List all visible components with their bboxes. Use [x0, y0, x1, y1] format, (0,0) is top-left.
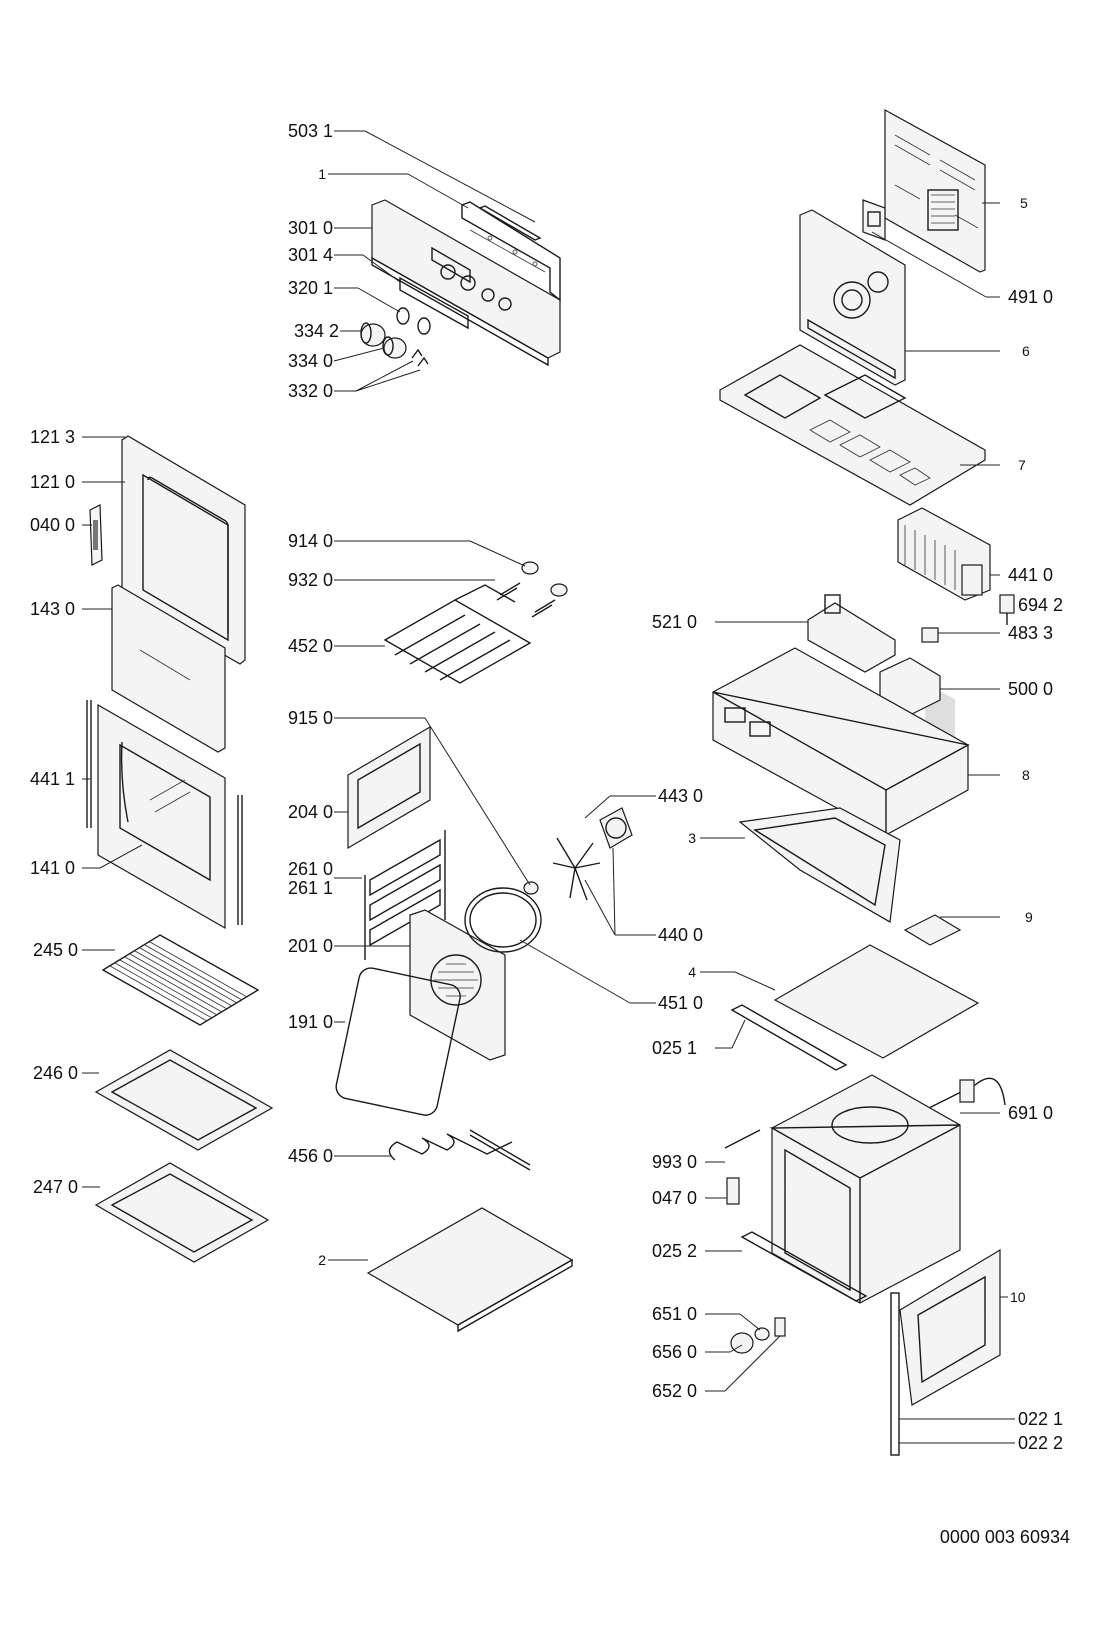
- label-245-0: 245 0: [33, 940, 78, 960]
- label-441-0: 441 0: [1008, 565, 1053, 585]
- label-2: 2: [318, 1252, 326, 1268]
- label-452-0: 452 0: [288, 636, 333, 656]
- part-labels: 503 1 1 301 0 301 4 320 1 334 2 334 0 33…: [30, 121, 1070, 1547]
- label-5: 5: [1020, 195, 1028, 211]
- label-1: 1: [318, 166, 326, 182]
- label-261-0: 261 0: [288, 859, 333, 879]
- label-204-0: 204 0: [288, 802, 333, 822]
- label-456-0: 456 0: [288, 1146, 333, 1166]
- label-915-0: 915 0: [288, 708, 333, 728]
- label-022-2: 022 2: [1018, 1433, 1063, 1453]
- label-3: 3: [688, 830, 696, 846]
- center-components: [335, 561, 633, 1333]
- label-440-0: 440 0: [658, 925, 703, 945]
- label-191-0: 191 0: [288, 1012, 333, 1032]
- rack-assembly: [94, 934, 274, 1263]
- document-code: 0000 003 60934: [940, 1527, 1070, 1547]
- label-10: 10: [1010, 1289, 1026, 1305]
- label-691-0: 691 0: [1008, 1103, 1053, 1123]
- label-201-0: 201 0: [288, 936, 333, 956]
- label-8: 8: [1022, 767, 1030, 783]
- label-247-0: 247 0: [33, 1177, 78, 1197]
- label-334-0: 334 0: [288, 351, 333, 371]
- label-4: 4: [688, 964, 696, 980]
- label-914-0: 914 0: [288, 531, 333, 551]
- label-441-1: 441 1: [30, 769, 75, 789]
- label-121-3: 121 3: [30, 427, 75, 447]
- door-assembly: [86, 435, 246, 930]
- label-491-0: 491 0: [1008, 287, 1053, 307]
- label-025-2: 025 2: [652, 1241, 697, 1261]
- label-451-0: 451 0: [658, 993, 703, 1013]
- label-651-0: 651 0: [652, 1304, 697, 1324]
- label-521-0: 521 0: [652, 612, 697, 632]
- label-694-2: 694 2: [1018, 595, 1063, 615]
- label-483-3: 483 3: [1008, 623, 1053, 643]
- label-652-0: 652 0: [652, 1381, 697, 1401]
- label-246-0: 246 0: [33, 1063, 78, 1083]
- label-047-0: 047 0: [652, 1188, 697, 1208]
- label-656-0: 656 0: [652, 1342, 697, 1362]
- label-141-0: 141 0: [30, 858, 75, 878]
- label-7: 7: [1018, 457, 1026, 473]
- leader-lines: [82, 130, 1015, 1444]
- label-500-0: 500 0: [1008, 679, 1053, 699]
- label-121-0: 121 0: [30, 472, 75, 492]
- label-503-1: 503 1: [288, 121, 333, 141]
- label-334-2: 334 2: [294, 321, 339, 341]
- label-301-4: 301 4: [288, 245, 333, 265]
- label-025-1: 025 1: [652, 1038, 697, 1058]
- control-panel-assembly: [360, 199, 561, 367]
- label-040-0: 040 0: [30, 515, 75, 535]
- label-932-0: 932 0: [288, 570, 333, 590]
- label-6: 6: [1022, 343, 1030, 359]
- label-9: 9: [1025, 909, 1033, 925]
- label-443-0: 443 0: [658, 786, 703, 806]
- label-261-1: 261 1: [288, 878, 333, 898]
- label-143-0: 143 0: [30, 599, 75, 619]
- right-components: [712, 507, 1015, 1456]
- label-301-0: 301 0: [288, 218, 333, 238]
- label-022-1: 022 1: [1018, 1409, 1063, 1429]
- label-993-0: 993 0: [652, 1152, 697, 1172]
- label-320-1: 320 1: [288, 278, 333, 298]
- label-332-0: 332 0: [288, 381, 333, 401]
